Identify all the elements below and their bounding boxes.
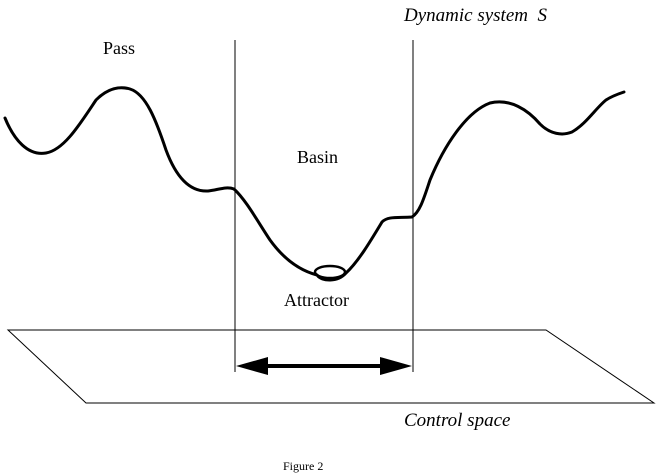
arrowhead-right-icon: [380, 357, 412, 375]
system-title: Dynamic system S: [403, 5, 547, 26]
arrowhead-left-icon: [236, 357, 268, 375]
control-space-label: Control space: [404, 410, 510, 431]
attractor-label: Attractor: [284, 290, 349, 310]
figure-caption: Figure 2: [283, 459, 323, 473]
attractor-loop: [313, 264, 347, 280]
potential-landscape-curve: [3, 86, 626, 282]
pass-label: Pass: [103, 38, 135, 58]
basin-label: Basin: [297, 147, 338, 167]
control-space-plane: [6, 329, 656, 404]
